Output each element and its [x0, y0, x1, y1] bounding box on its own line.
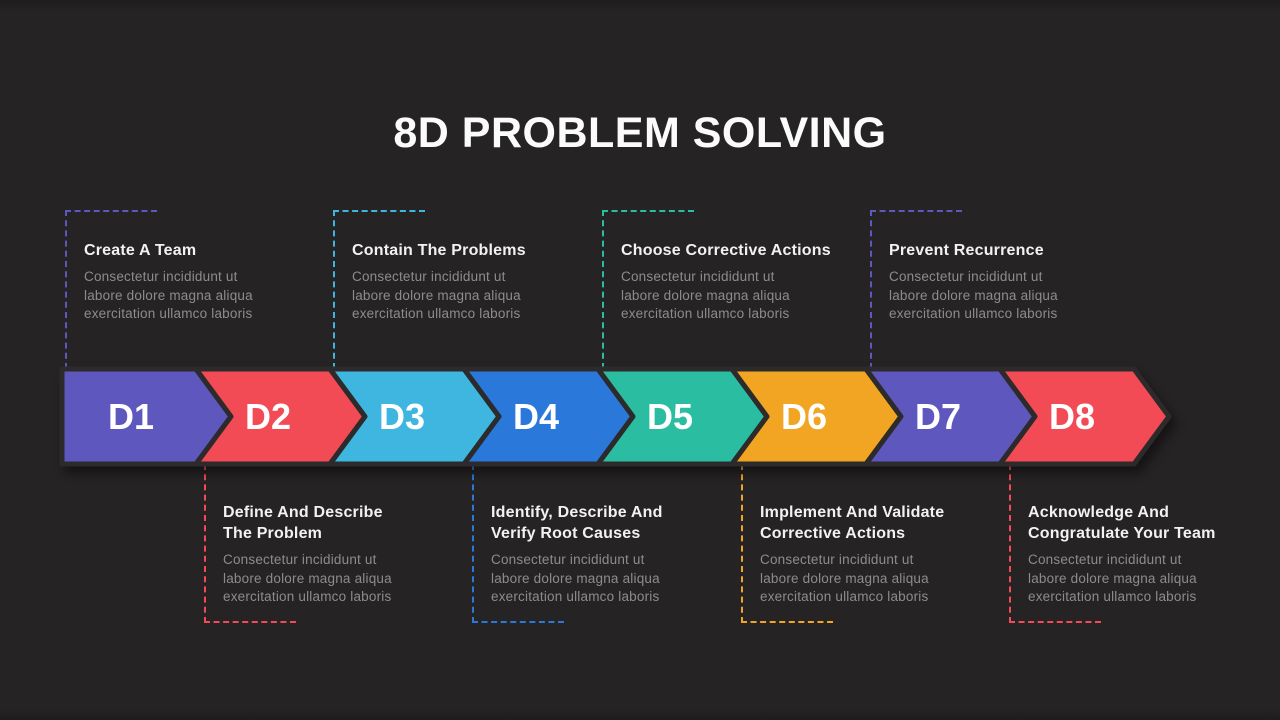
callout-title: Implement And Validate Corrective Action… — [760, 504, 945, 542]
process-arrow-strip: D1 D2 D3 D4 D5 D6 D7 D8 — [59, 366, 1179, 475]
callout-title: Create A Team — [84, 242, 197, 259]
connector-line-d3 — [333, 210, 425, 212]
callout-body: Consectetur incididunt ut labore dolore … — [84, 269, 253, 321]
callout-title: Prevent Recurrence — [889, 242, 1044, 259]
connector-line-d7 — [870, 210, 962, 212]
callout-d1: Create A Team Consectetur incididunt ut … — [65, 210, 317, 369]
connector-line-d4 — [472, 621, 564, 623]
callout-body: Consectetur incididunt ut labore dolore … — [1028, 552, 1197, 604]
callout-d5: Choose Corrective Actions Consectetur in… — [602, 210, 854, 369]
callout-title: Choose Corrective Actions — [621, 242, 831, 259]
connector-line-d7-vertical — [870, 210, 872, 369]
connector-line-d4-vertical — [472, 464, 474, 623]
arrow-label-d3: D3 — [379, 396, 425, 437]
callout-d8: Acknowledge And Congratulate Your Team C… — [1009, 464, 1261, 623]
connector-line-d8 — [1009, 621, 1101, 623]
connector-line-d6-vertical — [741, 464, 743, 623]
arrow-label-d1: D1 — [108, 396, 154, 437]
connector-line-d3-vertical — [333, 210, 335, 369]
callout-body: Consectetur incididunt ut labore dolore … — [223, 552, 392, 604]
callout-body: Consectetur incididunt ut labore dolore … — [491, 552, 660, 604]
connector-line-d5 — [602, 210, 694, 212]
arrow-label-d4: D4 — [513, 396, 559, 437]
callout-body: Consectetur incididunt ut labore dolore … — [352, 269, 521, 321]
connector-line-d2-vertical — [204, 464, 206, 623]
callout-body: Consectetur incididunt ut labore dolore … — [760, 552, 929, 604]
callout-d2: Define And Describe The Problem Consecte… — [204, 464, 456, 623]
callout-title: Identify, Describe And Verify Root Cause… — [491, 504, 663, 542]
callout-title: Contain The Problems — [352, 242, 526, 259]
connector-line-d2 — [204, 621, 296, 623]
callout-title: Define And Describe The Problem — [223, 504, 383, 542]
callout-body: Consectetur incididunt ut labore dolore … — [889, 269, 1058, 321]
callout-d4: Identify, Describe And Verify Root Cause… — [472, 464, 724, 623]
callout-title: Acknowledge And Congratulate Your Team — [1028, 504, 1216, 542]
callout-d3: Contain The Problems Consectetur incidid… — [333, 210, 585, 369]
step-arrow-d8 — [997, 366, 1172, 467]
connector-line-d1 — [65, 210, 157, 212]
slide-title: 8D PROBLEM SOLVING — [393, 108, 887, 157]
arrow-label-d8: D8 — [1049, 396, 1095, 437]
arrow-label-d2: D2 — [245, 396, 291, 437]
connector-line-d5-vertical — [602, 210, 604, 369]
callout-body: Consectetur incididunt ut labore dolore … — [621, 269, 790, 321]
arrow-label-d6: D6 — [781, 396, 827, 437]
connector-line-d6 — [741, 621, 833, 623]
arrow-label-d5: D5 — [647, 396, 693, 437]
callout-d6: Implement And Validate Corrective Action… — [741, 464, 993, 623]
arrow-label-d7: D7 — [915, 396, 961, 437]
connector-line-d8-vertical — [1009, 464, 1011, 623]
connector-line-d1-vertical — [65, 210, 67, 369]
callout-d7: Prevent Recurrence Consectetur incididun… — [870, 210, 1122, 369]
